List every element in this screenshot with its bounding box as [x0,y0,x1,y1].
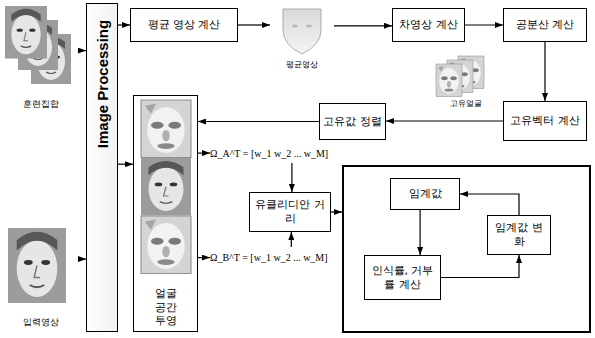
process-box: 임계값 변화 [487,215,551,255]
node-label: 공분산 계산 [516,18,575,32]
node-label: 임계값 [409,187,442,201]
node-label: 얼굴 공간 투영 [151,287,180,327]
face-space-photos [141,100,191,158]
flow-arrow [331,211,342,212]
process-box: 고유벡터 계산 [503,101,587,141]
eigenface-stack [436,64,462,97]
node-label: 임계값 변화 [490,221,548,249]
node-label: 고유얼굴 [450,100,482,109]
training-set-photos [5,6,47,58]
input-photo [8,228,66,303]
flow-arrow [460,194,519,215]
node-label: 입력영상 [23,318,59,328]
process-box: 인식률, 거부률 계산 [364,255,441,300]
node-label: 평균영상 [286,61,318,70]
input-image: 입력영상 [2,222,80,328]
flow-arrow [334,25,392,26]
mean-image: 평균영상 [270,4,334,70]
flow-arrow [420,210,421,255]
process-box: 임계값 [390,178,460,210]
node-label: Ω_B^T = [w_1 w_2 ... w_M] [210,252,328,263]
mean-image [283,9,321,54]
flow-arrow [198,121,319,122]
flow-arrow [118,164,133,165]
training-set-photos [5,6,71,84]
weight-vector: Ω_B^T = [w_1 w_2 ... w_M] [210,247,336,268]
training-set: 훈련집합 [2,2,80,110]
evaluation-group: 임계값인식률, 거부률 계산 임계값 변화 [342,165,591,333]
process-box: 고유값 정렬 [319,103,386,140]
flow-arrow [441,255,519,278]
flow-arrow [291,232,292,247]
eigenface-stack [436,56,484,97]
node-label: 유클리디안 거리 [252,198,328,226]
node-label: 훈련집합 [23,100,59,110]
flow-arrow [118,24,130,25]
node-label: 차영상 계산 [399,18,458,32]
process-box: 평균 영상 계산 [130,8,238,42]
node-label: Ω_A^T = [w_1 w_2 ... w_M] [210,148,328,159]
flow-arrow [544,42,545,101]
node-label: Image Processing [94,20,111,148]
flow-arrow [465,24,503,25]
flow-arrow [386,120,503,121]
mean-image [306,25,312,28]
face-space-panel: 얼굴 공간 투영 [133,95,198,332]
face-space-photos [141,158,191,216]
face-space-photos [141,100,191,274]
mean-image [283,9,321,54]
eigenfaces: 고유얼굴 [430,56,502,109]
flow-arrow [198,153,210,154]
input-photo [8,228,66,303]
node-label: 고유벡터 계산 [510,114,580,128]
process-box: 차영상 계산 [392,8,465,42]
node-label: 인식률, 거부률 계산 [367,264,438,292]
weight-vector: Ω_A^T = [w_1 w_2 ... w_M] [210,143,337,163]
node-label: 평균 영상 계산 [148,18,221,32]
process-box: 유클리디안 거리 [249,192,331,232]
face-space-photos [141,216,191,274]
processing-bar: Image Processing [86,3,118,332]
flow-arrow [198,257,210,258]
process-box: 공분산 계산 [503,8,587,42]
mean-image [292,25,298,28]
flow-arrow [238,24,270,25]
node-label: 고유값 정렬 [323,115,382,129]
flow-arrow [291,163,292,192]
